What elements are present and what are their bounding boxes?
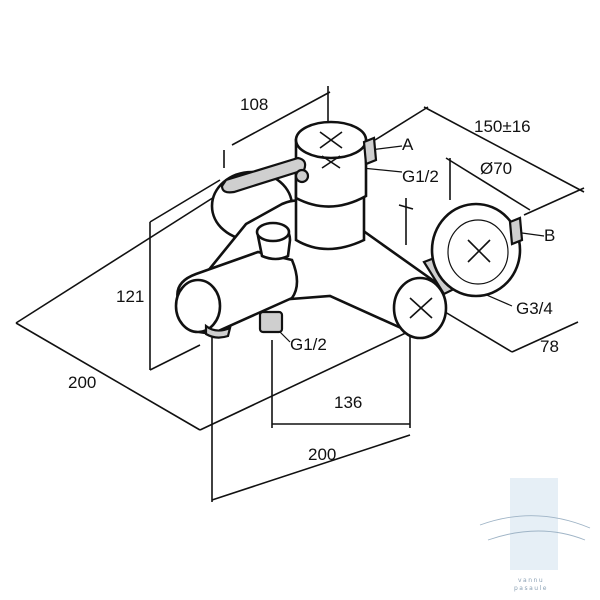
lever[interactable] bbox=[220, 156, 307, 194]
inlet-connector bbox=[258, 310, 284, 334]
dim-200-left: 200 bbox=[68, 373, 96, 392]
wall-bracket bbox=[430, 202, 522, 298]
dimension-lines bbox=[15, 86, 585, 502]
dim-121: 121 bbox=[116, 287, 144, 306]
watermark-text-1: vannu bbox=[518, 577, 544, 584]
label-g12-bottom: G1/2 bbox=[290, 335, 327, 354]
diverter-cap bbox=[255, 221, 291, 243]
spout-outlet bbox=[204, 323, 232, 339]
label-a: A bbox=[402, 135, 414, 154]
watermark-bar bbox=[510, 478, 558, 570]
watermark-arc bbox=[479, 515, 591, 529]
spout-end bbox=[174, 278, 222, 334]
dim-108: 108 bbox=[240, 95, 268, 114]
label-b: B bbox=[544, 226, 555, 245]
connector-b bbox=[508, 216, 524, 246]
dim-78: 78 bbox=[540, 337, 559, 356]
mixer-body bbox=[174, 120, 524, 340]
wall-bracket-inner bbox=[447, 219, 509, 285]
connector-a bbox=[362, 136, 378, 166]
watermark-logo: vannu pasaule bbox=[479, 478, 591, 592]
dim-diameter: Ø70 bbox=[480, 159, 512, 178]
label-g12-top: G1/2 bbox=[402, 167, 439, 186]
dim-200-bottom: 200 bbox=[308, 445, 336, 464]
lever-pin bbox=[294, 168, 310, 184]
watermark-text-2: pasaule bbox=[514, 585, 548, 592]
watermark-arc-2 bbox=[487, 530, 586, 541]
label-g34: G3/4 bbox=[516, 299, 553, 318]
dimension-labels: 108 150±16 Ø70 121 200 136 200 78 A G1/2… bbox=[68, 95, 559, 464]
dim-136: 136 bbox=[334, 393, 362, 412]
dim-150: 150±16 bbox=[474, 117, 531, 136]
